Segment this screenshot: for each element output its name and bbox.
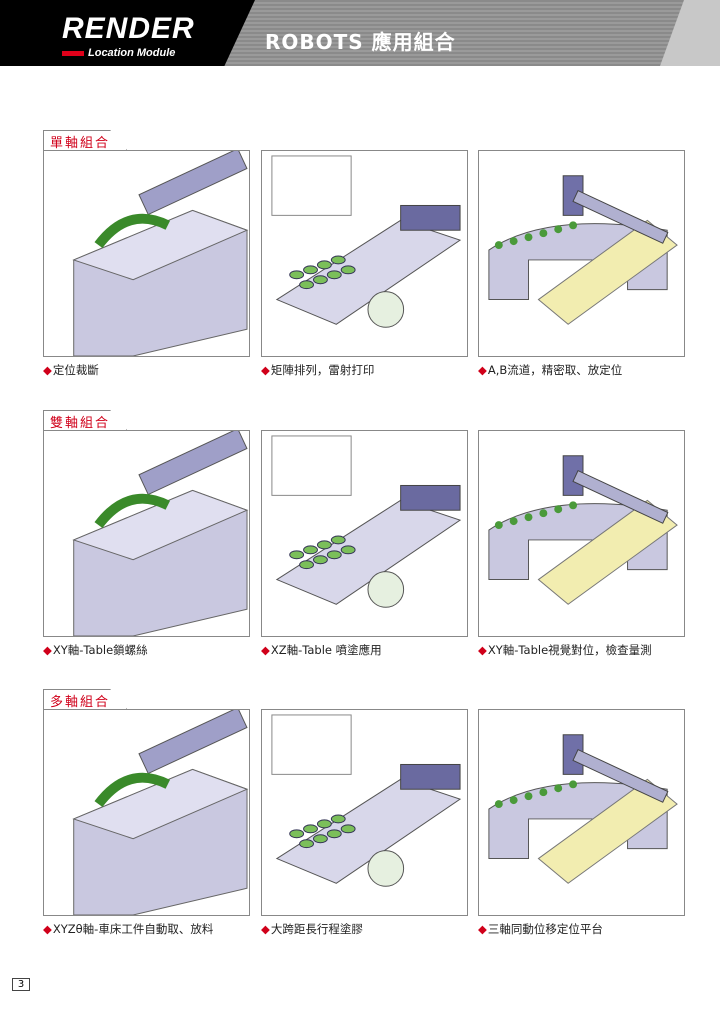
caption-text: XY軸-Table視覺對位，檢查量測 [487,643,652,657]
application-illustration [72,431,249,636]
application-image-panel [478,430,685,637]
application-image-panel [478,150,685,357]
caption-text: 矩陣排列，雷射打印 [270,363,375,377]
application-image-panel [261,709,468,916]
red-diamond-icon: ◆ [261,363,270,377]
application-caption: ◆大跨距長行程塗膠 [261,921,363,937]
page-header: RENDER Location Module ROBOTS 應用組合 [0,0,720,66]
red-diamond-icon: ◆ [261,643,270,657]
red-diamond-icon: ◆ [261,922,270,936]
application-image-panel [43,150,250,357]
header-accent [660,0,720,66]
red-diamond-icon: ◆ [478,643,487,657]
red-diamond-icon: ◆ [478,922,487,936]
application-caption: ◆XY軸-Table視覺對位，檢查量測 [478,642,652,658]
page-number: 3 [12,978,30,991]
caption-text: XYZθ軸-車床工件自動取、放料 [52,922,214,936]
section-tab: 單軸組合 [43,130,127,150]
application-illustration [488,175,678,325]
section-tab: 多軸組合 [43,689,127,709]
application-caption: ◆XYZθ軸-車床工件自動取、放料 [43,921,213,937]
caption-text: 三軸同動位移定位平台 [487,922,603,936]
application-caption: ◆A,B流道，精密取、放定位 [478,362,622,378]
caption-text: 大跨距長行程塗膠 [270,922,363,936]
page-title: ROBOTS 應用組合 [265,30,456,54]
section-tab: 雙軸組合 [43,410,127,430]
application-caption: ◆定位裁斷 [43,362,99,378]
logo-red-bar [62,51,84,56]
caption-text: A,B流道，精密取、放定位 [487,363,623,377]
application-caption: ◆XZ軸-Table 噴塗應用 [261,642,382,658]
caption-text: 定位裁斷 [52,363,99,377]
application-illustration [271,155,462,328]
red-diamond-icon: ◆ [43,643,52,657]
caption-text: XZ軸-Table 噴塗應用 [270,643,382,657]
brand-subtitle: Location Module [88,47,176,59]
application-caption: ◆三軸同動位移定位平台 [478,921,603,937]
red-diamond-icon: ◆ [43,363,52,377]
application-image-panel [43,709,250,916]
application-caption: ◆矩陣排列，雷射打印 [261,362,374,378]
red-diamond-icon: ◆ [43,922,52,936]
application-caption: ◆XY軸-Table鎖螺絲 [43,642,148,658]
application-illustration [488,734,678,884]
application-illustration [271,714,462,887]
application-illustration [488,455,678,605]
application-image-panel [478,709,685,916]
red-diamond-icon: ◆ [478,363,487,377]
application-illustration [271,435,462,608]
brand-logo: RENDER [62,12,195,45]
header-logo-area [0,0,255,66]
caption-text: XY軸-Table鎖螺絲 [52,643,148,657]
application-illustration [72,710,249,915]
application-image-panel [261,430,468,637]
application-image-panel [261,150,468,357]
application-image-panel [43,430,250,637]
application-illustration [72,151,249,356]
